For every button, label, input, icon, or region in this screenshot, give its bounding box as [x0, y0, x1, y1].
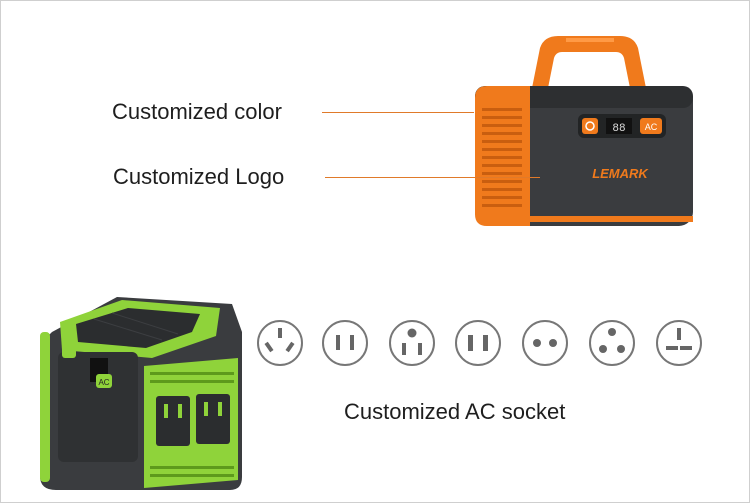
- jp-two-flat-socket-icon: [455, 320, 501, 366]
- in-three-pin-socket-icon: [389, 320, 435, 366]
- display-digits: 88: [612, 123, 625, 135]
- au-socket-icon: [257, 320, 303, 366]
- customized-logo-label: Customized Logo: [113, 164, 285, 189]
- uk-three-flat-socket-icon: [656, 320, 702, 366]
- customized-color-label: Customized color: [112, 99, 282, 124]
- green-power-station: AC: [40, 297, 242, 490]
- logo-leader-line: [325, 177, 540, 178]
- handle: [530, 36, 648, 98]
- power-button-icon: [62, 344, 76, 358]
- eu-round-pin-socket-icon: [522, 320, 568, 366]
- outlet-right: [196, 394, 230, 444]
- power-button-icon: [582, 118, 598, 134]
- front-panel: [144, 358, 238, 488]
- customized-ac-socket-label: Customized AC socket: [344, 399, 566, 424]
- ac-button-label: AC: [645, 122, 658, 132]
- brand-logo: LEMARK: [592, 166, 649, 181]
- orange-power-station: 88 AC LEMARK: [475, 36, 693, 226]
- za-three-round-socket-icon: [589, 320, 635, 366]
- color-leader-line: [322, 112, 474, 113]
- us-two-pin-socket-icon: [322, 320, 368, 366]
- outlet-left: [156, 396, 190, 446]
- ac-button-label: AC: [98, 378, 109, 387]
